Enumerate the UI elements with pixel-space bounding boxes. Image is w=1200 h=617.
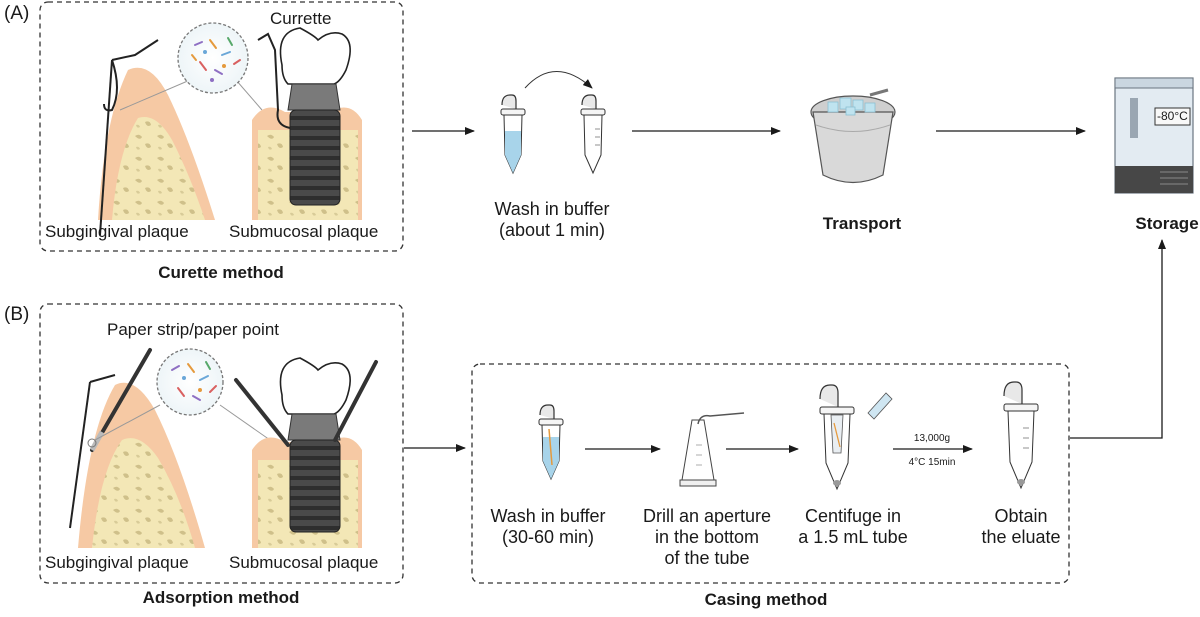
panel-a-right-label: Submucosal plaque <box>229 222 379 241</box>
implant-site-a <box>252 27 362 220</box>
curette-icon-right <box>257 32 291 129</box>
casing-step4-line2: the eluate <box>981 527 1061 547</box>
panel-b-left-label: Subgingival plaque <box>45 553 189 572</box>
panel-a-method-label: Curette method <box>158 263 284 282</box>
panel-b-tool-label: Paper strip/paper point <box>107 320 279 339</box>
tooth-site-b-left <box>78 382 205 548</box>
bacteria-magnifier-icon-b <box>94 348 271 441</box>
paper-point-icon <box>69 348 152 529</box>
panel-b-letter: (B) <box>4 304 30 325</box>
casing-step2-line3: of the tube <box>664 548 750 568</box>
arrow-b-to-storage <box>1070 239 1166 439</box>
curette-icon <box>99 39 159 236</box>
casing-step3-line1: Centifuge in <box>804 506 902 526</box>
freezer-icon <box>1114 77 1194 194</box>
casing-step4-line1: Obtain <box>994 506 1048 526</box>
panel-b-method-label: Adsorption method <box>142 588 300 607</box>
casing-method-label: Casing method <box>704 590 828 609</box>
panel-b-right-label: Submucosal plaque <box>229 553 379 572</box>
casing-frame <box>471 363 1070 584</box>
casing-step2-line2: in the bottom <box>654 527 760 547</box>
paper-point-icon-right <box>234 360 378 447</box>
storage-label: Storage <box>1135 214 1199 233</box>
spin-speed-label: 13,000g <box>913 433 951 444</box>
ice-bucket-icon <box>810 88 896 184</box>
tube-icon <box>580 94 606 175</box>
bacteria-magnifier-icon <box>119 22 263 111</box>
panel-b-frame <box>39 303 404 584</box>
nested-tube-icon <box>819 384 855 491</box>
casing-step3-line2: a 1.5 mL tube <box>798 527 908 547</box>
wash-a-line1: Wash in buffer <box>494 199 610 219</box>
panel-a-letter: (A) <box>4 3 30 24</box>
transport-label: Transport <box>822 214 902 233</box>
wash-a-line2: (about 1 min) <box>498 220 606 240</box>
freezer-temp-label: -80°C <box>1157 109 1188 123</box>
implant-site-b <box>252 357 362 548</box>
casing-step1-line1: Wash in buffer <box>490 506 606 526</box>
transfer-curve-arrow <box>524 71 593 89</box>
tube-with-buffer-icon <box>500 94 526 175</box>
casing-step1-line2: (30-60 min) <box>501 527 595 547</box>
drilled-tube-icon <box>679 412 745 487</box>
spin-condition-label: 4°C 15min <box>908 457 956 468</box>
eluate-tube-icon <box>1003 381 1039 490</box>
panel-a-tool-label: Currette <box>270 9 332 28</box>
panel-a-frame <box>39 1 404 252</box>
tube-with-paper-icon <box>538 404 564 481</box>
casing-step2-line1: Drill an aperture <box>642 506 772 526</box>
small-tube-icon <box>867 392 893 420</box>
tooth-site-a-left <box>98 67 215 221</box>
panel-a-left-label: Subgingival plaque <box>45 222 189 241</box>
